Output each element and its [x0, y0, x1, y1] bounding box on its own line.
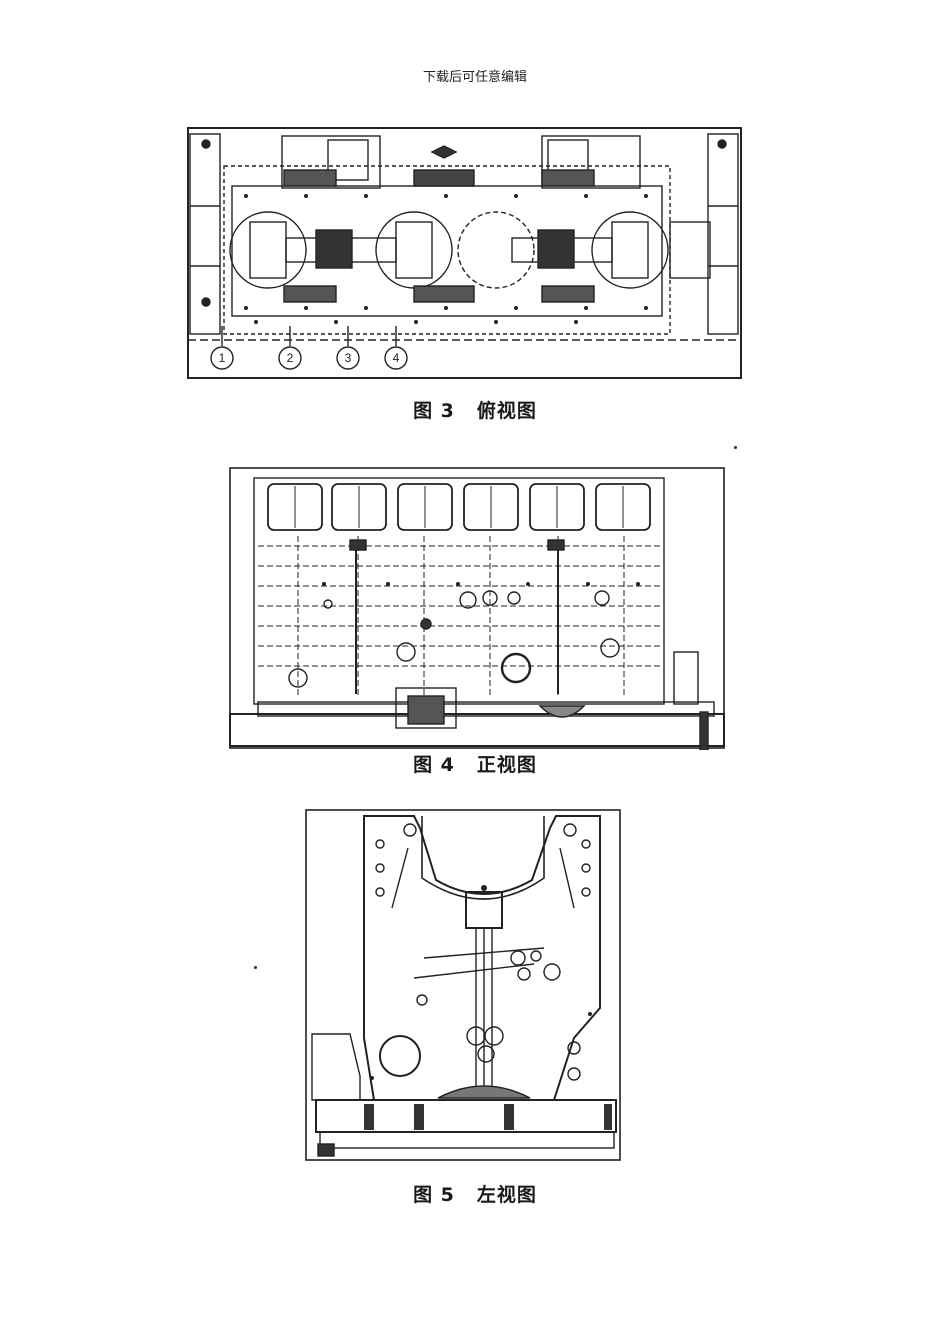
figure-4-title: 正视图	[476, 754, 537, 776]
figure-5-number: 图 5	[413, 1184, 455, 1206]
figure-4-caption: 图 4 正视图	[0, 750, 950, 777]
scan-speck	[254, 966, 257, 969]
figure-5-title: 左视图	[476, 1184, 537, 1206]
figure-3-top-view-drawing: 1 2 3 4	[186, 126, 744, 382]
figure-3-number: 图 3	[413, 400, 455, 422]
callout-1: 1	[219, 351, 226, 365]
figure-5-caption: 图 5 左视图	[0, 1180, 950, 1207]
figure-3-caption: 图 3 俯视图	[0, 396, 950, 423]
figure-4-number: 图 4	[413, 754, 455, 776]
callout-3: 3	[345, 351, 352, 365]
figure-5-left-view-drawing	[304, 808, 622, 1162]
page-header-note: 下载后可任意编辑	[422, 70, 527, 85]
figure-3-title: 俯视图	[476, 400, 537, 422]
figure-4-front-view-drawing	[228, 466, 726, 750]
scan-speck	[734, 446, 737, 449]
callout-2: 2	[287, 351, 294, 365]
callout-4: 4	[393, 351, 400, 365]
